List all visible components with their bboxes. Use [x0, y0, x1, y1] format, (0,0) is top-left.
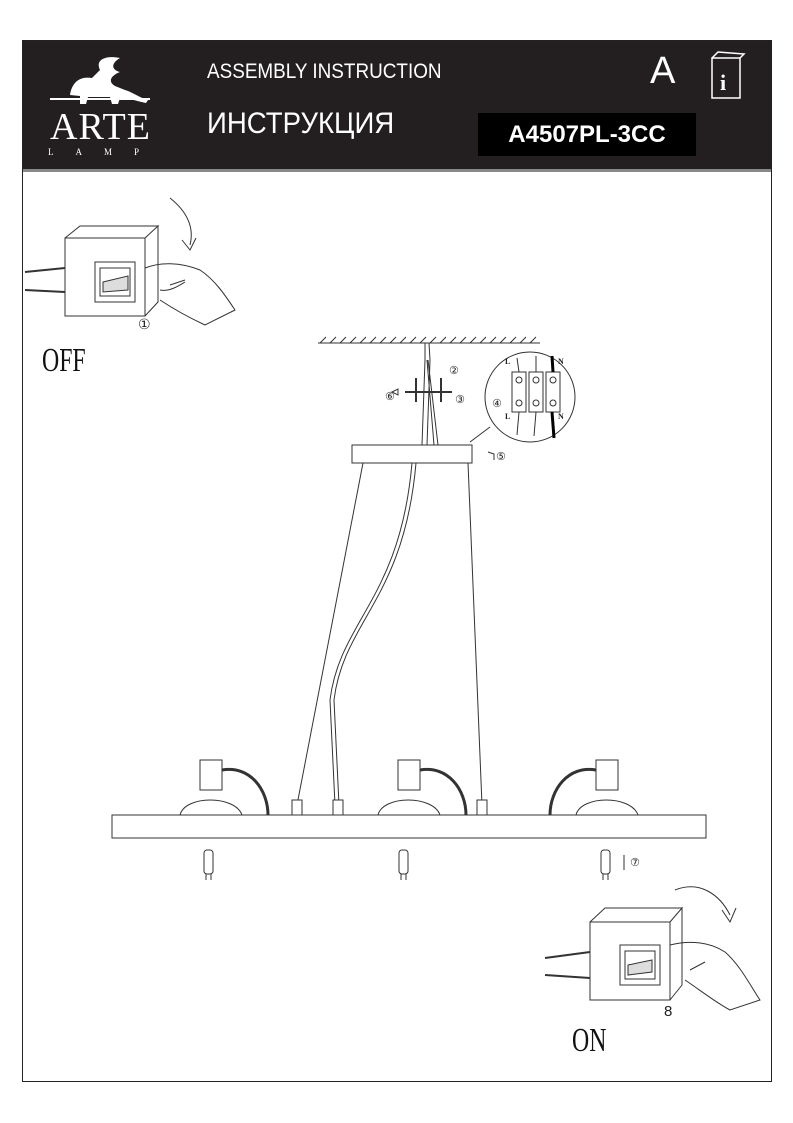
- step-1: ①: [138, 317, 151, 333]
- mounting-bracket-icon: [390, 378, 452, 402]
- title-ru: ИНСТРУКЦИЯ: [207, 107, 395, 140]
- language-mark: A: [650, 50, 676, 92]
- lamp-bar: [111, 814, 707, 839]
- info-book-icon: i: [711, 51, 746, 99]
- lamp-shades: [179, 759, 639, 816]
- brand-sub-text: LAMP: [48, 147, 162, 157]
- brand-logo-text: ARTE: [50, 106, 151, 148]
- hand-icon: [144, 197, 236, 326]
- step-6: ⑥: [385, 390, 395, 403]
- on-label: ON: [572, 1022, 607, 1059]
- pointer-5: [487, 451, 495, 460]
- off-label: OFF: [42, 342, 86, 379]
- suspension-cables: [296, 462, 483, 806]
- live-label-top: L: [505, 357, 511, 366]
- page-frame: [22, 40, 772, 1082]
- wall-switch-off-icon: [24, 224, 160, 317]
- power-cord: [329, 462, 417, 806]
- step-7: ⑦: [630, 856, 640, 869]
- live-label-bottom: L: [505, 412, 511, 421]
- terminal-block-detail-icon: [469, 351, 576, 443]
- step-4: ④: [492, 397, 502, 410]
- hand-icon: [669, 886, 761, 1011]
- arrow-icon: [169, 197, 197, 251]
- step-3: ③: [455, 393, 465, 406]
- canopy: [351, 444, 473, 464]
- neutral-label-top: N: [558, 357, 564, 366]
- step-5: ⑤: [496, 450, 506, 463]
- lion-logo-icon: [50, 57, 150, 104]
- neutral-label-bottom: N: [558, 412, 564, 421]
- arrow-icon: [674, 886, 737, 924]
- model-number: A4507PL-3CC: [478, 113, 696, 156]
- svg-text:i: i: [720, 70, 726, 95]
- bulb-icons: [203, 849, 625, 880]
- wall-switch-on-icon: [544, 906, 684, 1001]
- supply-wires: [421, 342, 439, 446]
- ceiling-icon: [318, 336, 540, 344]
- step-2: ②: [449, 364, 459, 377]
- step-8: 8: [664, 1003, 673, 1020]
- title-en: ASSEMBLY INSTRUCTION: [207, 60, 442, 83]
